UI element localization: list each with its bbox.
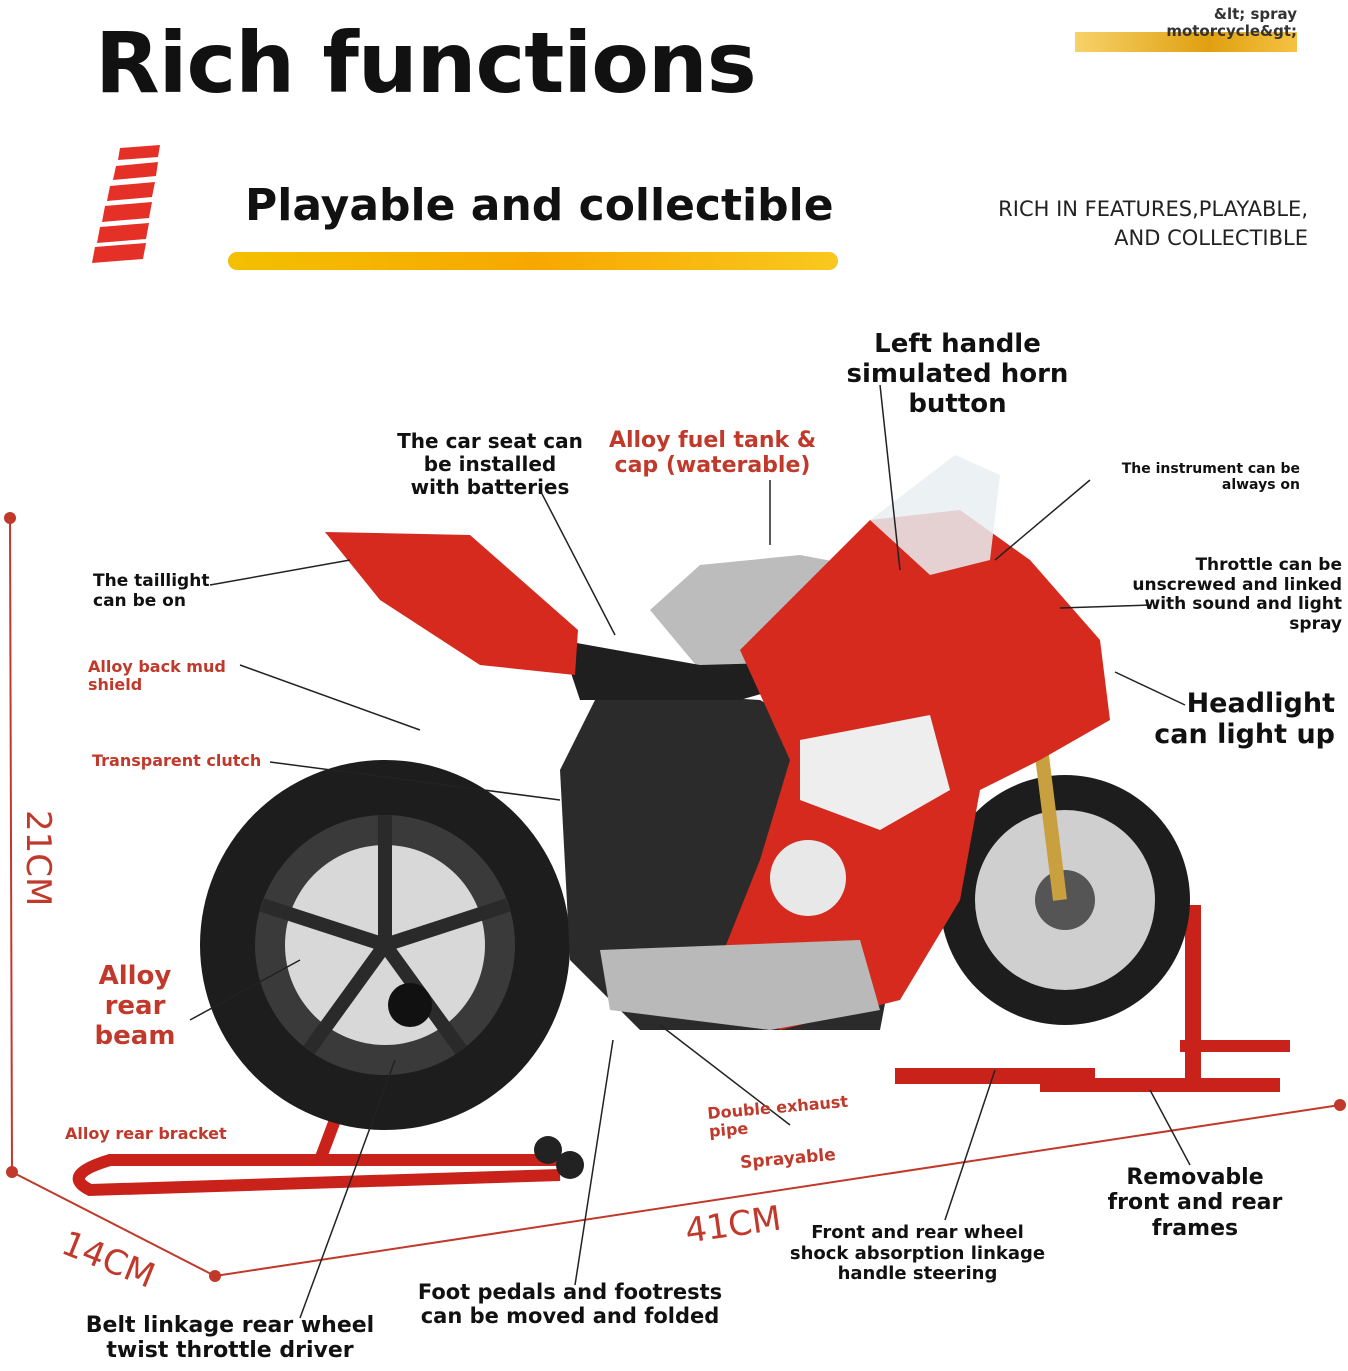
callout-line: unscrewed and linked	[1132, 574, 1342, 595]
callout-line: Front and rear wheel	[811, 1222, 1024, 1243]
page-title: Rich functions	[95, 14, 757, 112]
callout-line: handle steering	[837, 1263, 998, 1285]
callout-line: The taillight	[93, 571, 210, 591]
callout-line: Foot pedals and footrests	[417, 1280, 723, 1304]
spray-motorcycle-badge: &lt; spray motorcycle&gt;	[1075, 6, 1297, 40]
badge-bar	[1075, 32, 1297, 52]
badge-line: &lt; spray	[1213, 5, 1297, 23]
callout-line: Alloy fuel tank &	[608, 428, 817, 453]
windscreen	[870, 455, 1000, 575]
callout-line: spray	[1289, 613, 1342, 634]
callout-line: rear	[104, 990, 166, 1021]
callout-line: Alloy back mud	[88, 657, 226, 676]
tail-section	[325, 532, 578, 675]
callout-line: Throttle can be	[1195, 555, 1342, 575]
subtitle-underline	[228, 252, 838, 270]
tagline-line: AND COLLECTIBLE	[1114, 226, 1308, 250]
callout-line: Headlight	[1186, 688, 1335, 719]
tagline: RICH IN FEATURES,PLAYABLE, AND COLLECTIB…	[900, 195, 1308, 253]
badge-line: motorcycle&gt;	[1166, 22, 1297, 40]
callout-line: be installed	[423, 452, 557, 476]
height-dimension: 21CM	[18, 810, 58, 907]
callout-fuel-tank: Alloy fuel tank &cap (waterable)	[600, 428, 825, 479]
tagline-line: RICH IN FEATURES,PLAYABLE,	[998, 197, 1308, 221]
callout-line: can be on	[93, 590, 186, 611]
callout-line: with sound and light	[1144, 594, 1342, 615]
subtitle: Playable and collectible	[245, 180, 834, 231]
callout-line: The car seat can	[397, 429, 583, 453]
callout-line: Left handle	[874, 329, 1041, 359]
callout-line: simulated horn	[846, 358, 1069, 389]
dimension-lines	[4, 512, 1346, 1282]
callout-line: beam	[94, 1020, 176, 1051]
callout-line: Alloy	[98, 961, 172, 991]
callout-line: front and rear	[1107, 1190, 1283, 1216]
callout-line: twist throttle driver	[106, 1338, 354, 1364]
callout-rear-bracket: Alloy rear bracket	[65, 1124, 227, 1143]
callout-line: Belt linkage rear wheel	[85, 1313, 375, 1338]
callout-line: always on	[1221, 477, 1300, 494]
exhaust	[600, 940, 880, 1030]
callout-line: The instrument can be	[1121, 461, 1300, 477]
callout-clutch: Transparent clutch	[92, 751, 262, 770]
callout-line: shield	[88, 675, 143, 695]
callout-line: frames	[1151, 1215, 1239, 1241]
callout-line: can light up	[1154, 719, 1335, 751]
callout-line: shock absorption linkage	[789, 1242, 1046, 1264]
stripes-decoration	[92, 145, 160, 263]
callout-line: cap (waterable)	[614, 453, 811, 479]
callout-line: Removable	[1126, 1165, 1264, 1190]
callout-line: can be moved and folded	[420, 1304, 720, 1329]
callout-line: button	[908, 388, 1007, 419]
callout-line: with batteries	[410, 475, 570, 499]
leader-lines	[189, 384, 1191, 1319]
front-stand	[895, 905, 1290, 1092]
